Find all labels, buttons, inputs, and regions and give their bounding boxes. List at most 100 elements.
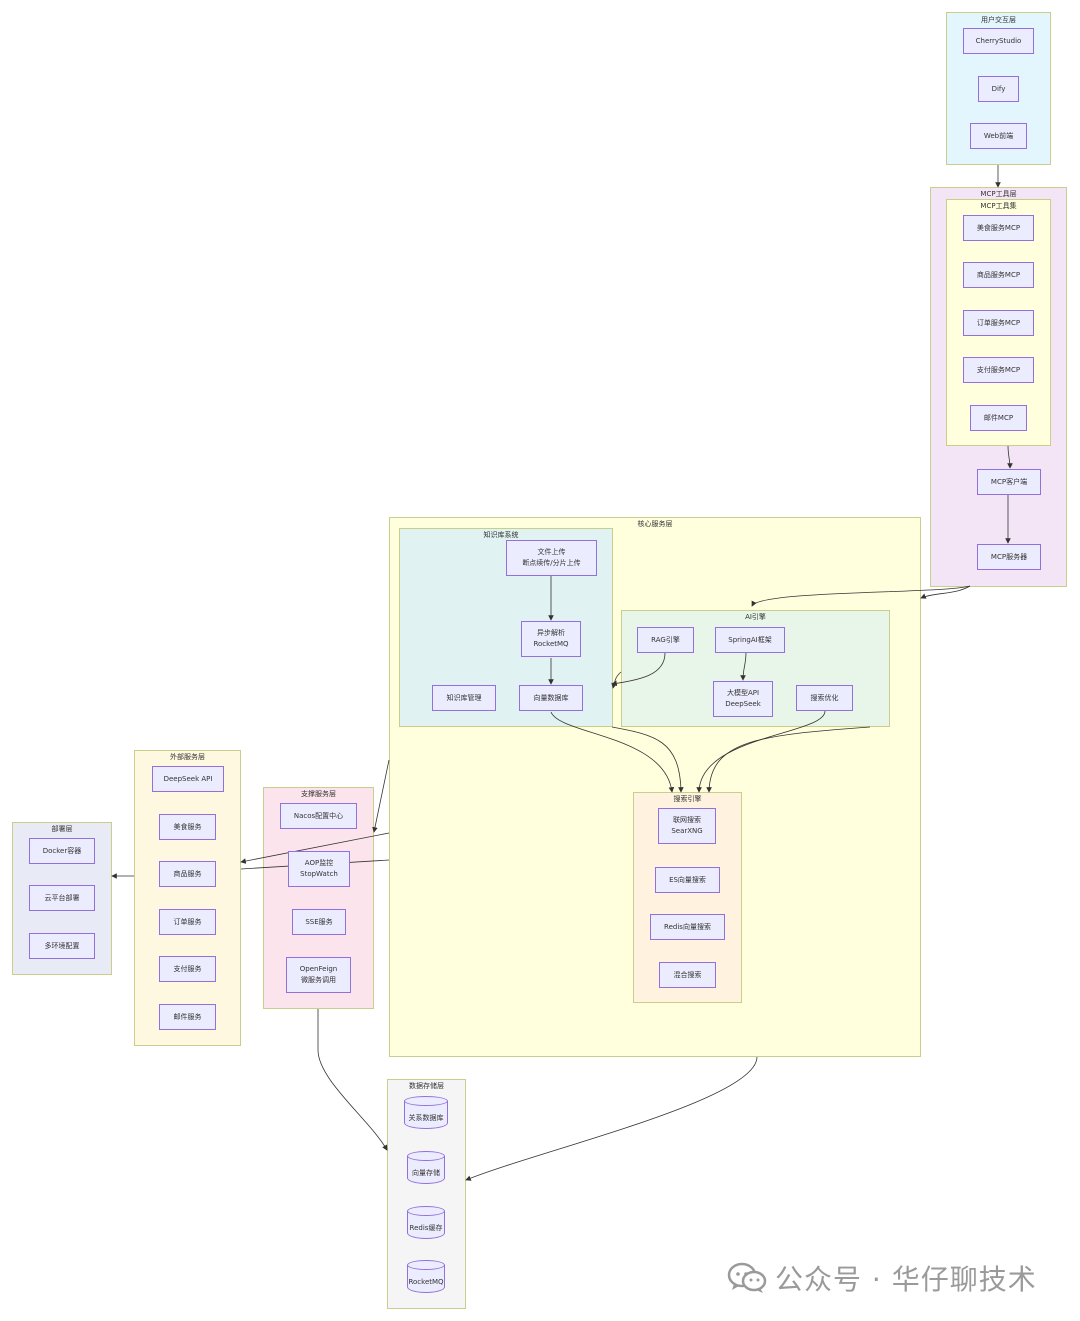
node-label: ES向量搜索 [669, 875, 706, 884]
ext-mail-node[interactable]: 邮件服务 [159, 1004, 216, 1030]
kb-manage-node[interactable]: 知识库管理 [432, 685, 496, 711]
node-label: 知识库管理 [446, 693, 482, 702]
deepseek-api-node[interactable]: DeepSeek API [152, 766, 224, 792]
group-title: 搜索引擎 [673, 795, 702, 803]
group-title: 用户交互层 [981, 16, 1016, 24]
relational-db-cylinder[interactable]: 关系数据库 [404, 1096, 448, 1129]
node-label: 断点续传/分片上传 [522, 559, 581, 567]
ext-order-node[interactable]: 订单服务 [159, 909, 216, 935]
edge-opt-to-search [696, 710, 826, 793]
cloud-deploy-node[interactable]: 云平台部署 [29, 885, 95, 911]
group-title: MCP工具集 [980, 202, 1017, 210]
group-title: 数据存储层 [409, 1082, 444, 1090]
search-optimize-node[interactable]: 搜索优化 [796, 685, 853, 711]
group-title: 部署层 [51, 825, 73, 833]
watermark: 公众号 · 华仔聊技术 [727, 1258, 1037, 1298]
vector-storage-cylinder[interactable]: 向量存储 [407, 1151, 445, 1184]
edge-ai-to-vector [611, 671, 622, 689]
mcp-food-node[interactable]: 美食服务MCP [963, 215, 1034, 241]
edge-vector-to-search-1 [550, 711, 675, 793]
node-label: RocketMQ [533, 640, 569, 648]
mcp-pay-node[interactable]: 支付服务MCP [963, 357, 1034, 383]
group-title: 核心服务层 [637, 520, 673, 528]
mcp-order-node[interactable]: 订单服务MCP [963, 310, 1034, 336]
group-external-layer: 外部服务层 [134, 750, 241, 1046]
es-search-node[interactable]: ES向量搜索 [655, 867, 720, 893]
dify-node[interactable]: Dify [978, 76, 1019, 102]
web-frontend-node[interactable]: Web前端 [970, 123, 1027, 149]
async-parse-node[interactable]: 异步解析 RocketMQ [521, 621, 581, 657]
node-label: SearXNG [671, 827, 703, 835]
vector-db-node[interactable]: 向量数据库 [519, 685, 583, 711]
mcp-mail-node[interactable]: 邮件MCP [970, 405, 1027, 431]
hybrid-search-node[interactable]: 混合搜索 [659, 962, 716, 988]
edge-core-to-storage [465, 1056, 758, 1181]
mcp-client-node[interactable]: MCP客户端 [977, 469, 1041, 495]
node-label: SpringAI框架 [728, 635, 772, 644]
edge-kb-to-search-2 [611, 726, 684, 793]
wechat-icon [727, 1262, 767, 1293]
group-title: 外部服务层 [170, 753, 205, 761]
redis-search-node[interactable]: Redis向量搜索 [650, 914, 725, 940]
edge-core-to-support [372, 759, 390, 833]
edge-springai-to-llm [740, 651, 747, 681]
edge-ai-to-search [706, 726, 871, 793]
edge-server-to-ai [751, 585, 971, 607]
ext-food-node[interactable]: 美食服务 [159, 814, 216, 840]
ext-pay-node[interactable]: 支付服务 [159, 956, 216, 982]
node-label: 商品服务MCP [976, 270, 1021, 279]
node-label: 搜索优化 [810, 693, 839, 702]
sse-service-node[interactable]: SSE服务 [292, 909, 346, 935]
watermark-text: 公众号 · 华仔聊技术 [775, 1263, 1037, 1296]
node-label: 美食服务MCP [976, 223, 1021, 232]
node-label: 混合搜索 [673, 970, 702, 979]
node-label: 订单服务MCP [976, 318, 1021, 327]
nacos-node[interactable]: Nacos配置中心 [280, 803, 357, 829]
edge-core-to-external [240, 832, 390, 864]
file-upload-node[interactable]: 文件上传断点续传/分片上传 [506, 540, 597, 576]
edge-support-to-storage [317, 1009, 388, 1151]
node-label: 美食服务 [173, 822, 202, 831]
mcp-goods-node[interactable]: 商品服务MCP [963, 262, 1034, 288]
node-label: CherryStudio [975, 36, 1022, 45]
node-label: Dify [991, 84, 1006, 93]
node-label: Docker容器 [42, 846, 82, 855]
node-label: 邮件MCP [983, 413, 1014, 422]
node-label: RAG引擎 [651, 635, 680, 644]
node-label: 邮件服务 [173, 1012, 202, 1021]
cherrystudio-node[interactable]: CherryStudio [963, 28, 1034, 54]
node-label: MCP服务器 [990, 552, 1028, 561]
node-label: DeepSeek [725, 700, 761, 708]
edge-rag-to-vector [611, 652, 666, 687]
group-title: 支撑服务层 [301, 790, 336, 798]
docker-node[interactable]: Docker容器 [29, 838, 95, 864]
multi-env-node[interactable]: 多环境配置 [29, 933, 95, 959]
rocketmq-cylinder[interactable]: RocketMQ [407, 1260, 445, 1293]
node-label: SSE服务 [305, 917, 333, 926]
node-label: MCP客户端 [990, 477, 1028, 486]
node-label: 异步解析 [537, 629, 565, 637]
rag-engine-node[interactable]: RAG引擎 [637, 627, 694, 653]
node-label: StopWatch [300, 870, 338, 878]
redis-cache-cylinder[interactable]: Redis缓存 [407, 1206, 445, 1239]
group-title: 知识库系统 [483, 531, 519, 539]
node-label: 向量数据库 [533, 693, 569, 702]
edge-toolset-to-client [1007, 445, 1013, 469]
node-label: 商品服务 [173, 869, 202, 878]
ext-goods-node[interactable]: 商品服务 [159, 861, 216, 887]
node-label: 支付服务 [173, 964, 202, 973]
node-label: 文件上传 [537, 548, 566, 556]
node-label: 向量存储 [412, 1168, 440, 1177]
node-label: DeepSeek API [163, 774, 213, 783]
springai-node[interactable]: SpringAI框架 [715, 627, 785, 653]
node-label: Redis向量搜索 [664, 922, 711, 931]
group-title: AI引擎 [745, 613, 766, 621]
node-label: 云平台部署 [44, 893, 80, 902]
mcp-server-node[interactable]: MCP服务器 [977, 544, 1041, 570]
edge-server-to-core [920, 585, 971, 599]
